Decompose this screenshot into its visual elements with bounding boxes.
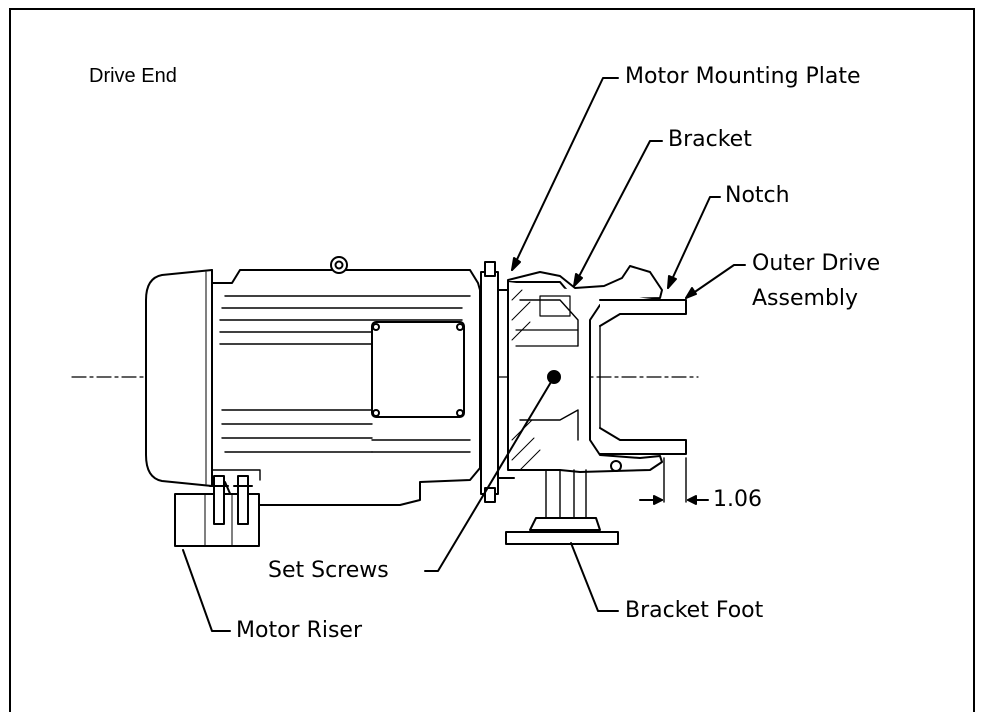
motor-riser-label: Motor Riser [236, 618, 363, 643]
outer-drive-assembly-label-line2: Assembly [752, 286, 859, 311]
callout-leaders [182, 77, 746, 632]
motor-body [211, 256, 481, 506]
dimension-marker [639, 457, 709, 505]
bracket-label: Bracket [668, 127, 752, 152]
outer-drive-assembly [599, 299, 687, 455]
motor-mounting-plate-label: Motor Mounting Plate [625, 64, 861, 89]
drive-end-label: Drive End [89, 65, 177, 87]
bracket-foot [505, 469, 619, 545]
notch-label: Notch [725, 183, 790, 208]
outer-drive-assembly-label-line1: Outer Drive [752, 251, 881, 276]
motor-riser [174, 475, 260, 547]
bracket-foot-label: Bracket Foot [625, 598, 764, 623]
dimension-label: 1.06 [713, 487, 762, 512]
motor-end-cap [145, 269, 213, 487]
set-screws-label: Set Screws [268, 558, 389, 583]
